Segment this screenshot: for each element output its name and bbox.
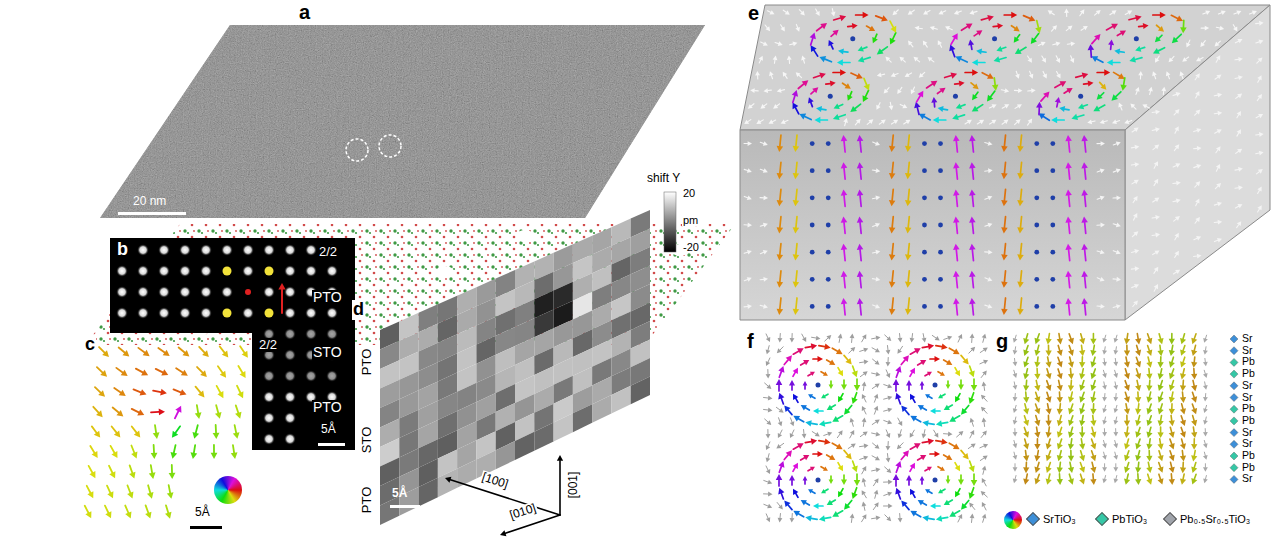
legend-swatch	[1163, 512, 1177, 526]
layer-label: PTO	[312, 400, 343, 415]
colorbar-title: shift Y	[646, 172, 681, 185]
axis-label: [001]	[567, 471, 580, 500]
atom-label: Pb	[1242, 403, 1255, 415]
scale-label: 5Å	[194, 506, 211, 519]
image-tag: 2/2	[258, 338, 278, 352]
vortex-side-view	[1013, 334, 1238, 485]
axis-label: [100]	[479, 470, 510, 491]
atom-columns	[116, 244, 338, 445]
layer-label: PTO	[360, 486, 374, 515]
colorbar-unit: pm	[682, 214, 699, 226]
legend-item: SrTiO₃	[1028, 513, 1076, 525]
atom-label: Sr	[1242, 473, 1253, 485]
scale-bar	[190, 526, 222, 529]
layer-label: PTO	[360, 348, 374, 377]
colorbar-tick: 20	[682, 187, 696, 199]
layer-label: STO	[360, 426, 374, 455]
color-wheel	[214, 476, 242, 504]
image-tag: 2/2	[318, 245, 338, 259]
color-bar	[664, 192, 676, 252]
scale-bar	[390, 505, 420, 508]
layer-label: STO	[312, 345, 343, 360]
dashed-circle	[379, 135, 401, 157]
scale-bar	[318, 443, 345, 446]
polarization-map	[85, 346, 248, 519]
shift-map	[380, 210, 650, 525]
atom-label: Sr	[1242, 427, 1253, 439]
atom-label: Sr	[1242, 392, 1253, 404]
legend-swatch	[1095, 512, 1109, 526]
dashed-circle	[346, 139, 368, 161]
panel-letter: d	[352, 300, 365, 320]
legend-item: Pb₀.₅Sr₀.₅TiO₃	[1165, 513, 1250, 525]
panel-letter: c	[84, 335, 96, 355]
atom-label: Pb	[1242, 415, 1255, 427]
colorbar-tick: -20	[682, 241, 700, 253]
panel-letter: g	[995, 330, 1009, 352]
color-wheel	[1004, 511, 1022, 529]
vortex-top-view	[764, 334, 989, 523]
atom-label: Sr	[1242, 345, 1253, 357]
legend-swatch	[1026, 512, 1040, 526]
atom-label: Pb	[1242, 462, 1255, 474]
panel-letter: b	[116, 240, 129, 260]
vortex-3d-model	[740, 5, 1270, 320]
axis-label: [010]	[507, 501, 538, 522]
atom-label: Sr	[1242, 438, 1253, 450]
haadf-image	[110, 238, 355, 450]
atom-label: Pb	[1242, 368, 1255, 380]
axes	[445, 455, 563, 536]
legend-text: PbTiO₃	[1112, 513, 1147, 525]
tem-image	[90, 20, 720, 225]
layer-label: PTO	[312, 290, 343, 305]
scale-label: 5Å	[392, 487, 407, 500]
panel-letter: f	[746, 330, 755, 352]
panel-letter: a	[298, 1, 311, 23]
scale-label: 5Å	[320, 423, 337, 436]
legend-text: SrTiO₃	[1043, 513, 1076, 525]
legend-text: Pb₀.₅Sr₀.₅TiO₃	[1180, 513, 1250, 525]
panel-letter: e	[747, 2, 760, 24]
atom-label: Pb	[1242, 450, 1255, 462]
atom-label: Pb	[1242, 356, 1255, 368]
atom-label: Sr	[1242, 333, 1253, 345]
scale-bar	[118, 212, 186, 215]
legend-item: PbTiO₃	[1097, 513, 1147, 525]
scale-label: 20 nm	[133, 195, 166, 208]
atom-label: Sr	[1242, 380, 1253, 392]
